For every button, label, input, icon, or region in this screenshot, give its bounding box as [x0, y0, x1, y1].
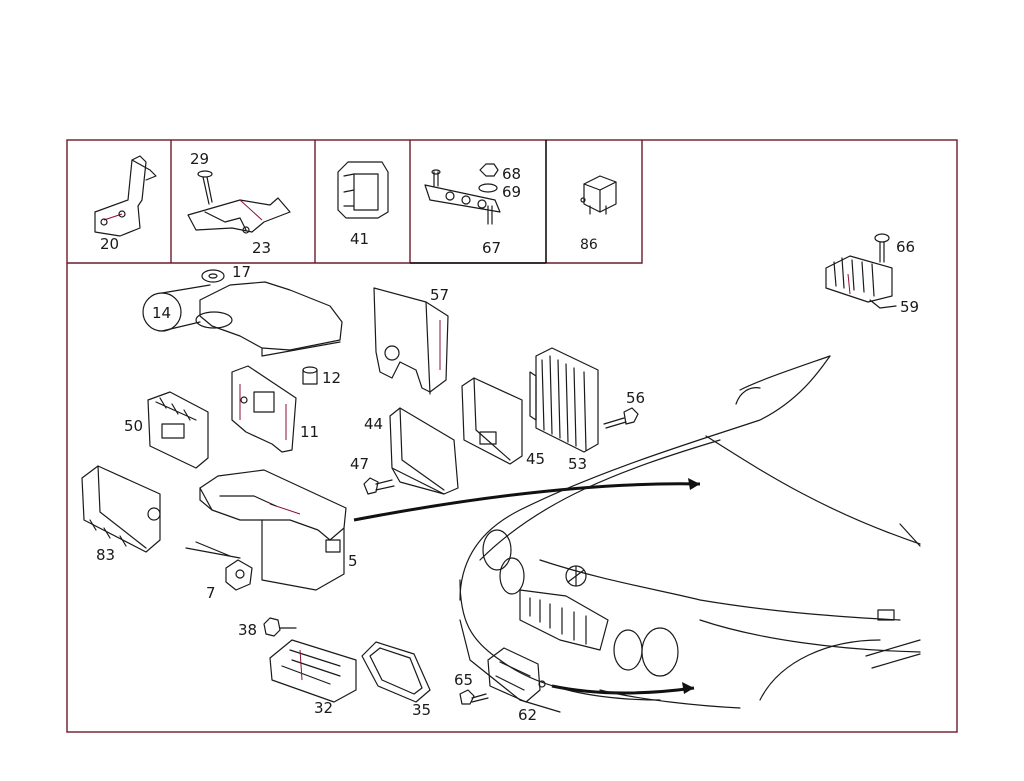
part-53-module[interactable]: [529, 347, 599, 453]
part-20-bracket[interactable]: [94, 155, 157, 237]
part-44-ecu[interactable]: [389, 407, 459, 495]
label-47: 47: [350, 455, 369, 473]
part-86-relay[interactable]: [580, 175, 617, 215]
part-23-bracket[interactable]: [187, 197, 291, 234]
label-62: 62: [518, 706, 537, 724]
label-32: 32: [314, 699, 333, 717]
part-68-nut[interactable]: [479, 163, 499, 177]
diagram-frame: [66, 139, 958, 733]
label-5: 5: [348, 552, 358, 570]
label-45: 45: [526, 450, 545, 468]
part-59-module[interactable]: [825, 255, 897, 309]
label-7: 7: [206, 584, 216, 602]
label-38: 38: [238, 621, 257, 639]
part-7-sensor[interactable]: [185, 541, 253, 591]
label-23: 23: [252, 239, 271, 257]
label-65: 65: [454, 671, 473, 689]
part-45-ecu[interactable]: [461, 377, 523, 465]
label-44: 44: [364, 415, 383, 433]
label-83: 83: [96, 546, 115, 564]
part-67-strip[interactable]: [424, 169, 501, 225]
part-65-bolt[interactable]: [459, 689, 489, 705]
label-20: 20: [100, 235, 119, 253]
part-12-plug[interactable]: [302, 366, 318, 385]
label-68: 68: [502, 165, 521, 183]
label-50: 50: [124, 417, 143, 435]
part-32-housing[interactable]: [269, 639, 357, 703]
part-14-callout[interactable]: [142, 284, 211, 332]
part-83-module[interactable]: [81, 465, 161, 553]
label-57: 57: [430, 286, 449, 304]
part-50-module[interactable]: [147, 391, 209, 469]
label-56: 56: [626, 389, 645, 407]
part-38-nut[interactable]: [263, 617, 297, 637]
label-53: 53: [568, 455, 587, 473]
part-11-plate[interactable]: [231, 365, 297, 453]
label-86: 86: [580, 237, 598, 253]
part-69-washer[interactable]: [478, 183, 498, 193]
part-66-screw[interactable]: [874, 233, 890, 263]
part-5-box[interactable]: [199, 469, 347, 591]
label-17: 17: [232, 263, 251, 281]
location-arrow-lower: [551, 682, 695, 695]
part-35-gasket[interactable]: [361, 641, 431, 703]
part-17-cap[interactable]: [201, 269, 225, 283]
part-41-grommet[interactable]: [337, 161, 389, 219]
label-67: 67: [482, 239, 501, 257]
label-41: 41: [350, 230, 369, 248]
label-35: 35: [412, 701, 431, 719]
location-arrow-upper: [353, 478, 701, 522]
label-66: 66: [896, 238, 915, 256]
part-29-screw[interactable]: [197, 170, 213, 205]
label-14: 14: [152, 304, 171, 322]
label-12: 12: [322, 369, 341, 387]
car-front-illustration: [459, 355, 921, 713]
part-57-bracket[interactable]: [373, 287, 449, 395]
label-59: 59: [900, 298, 919, 316]
label-69: 69: [502, 183, 521, 201]
label-29: 29: [190, 150, 209, 168]
label-11: 11: [300, 423, 319, 441]
fuse-box-cover[interactable]: [195, 281, 343, 357]
part-47-screw[interactable]: [363, 477, 395, 495]
part-56-bolt[interactable]: [603, 407, 639, 429]
part-62-module[interactable]: [487, 647, 546, 703]
